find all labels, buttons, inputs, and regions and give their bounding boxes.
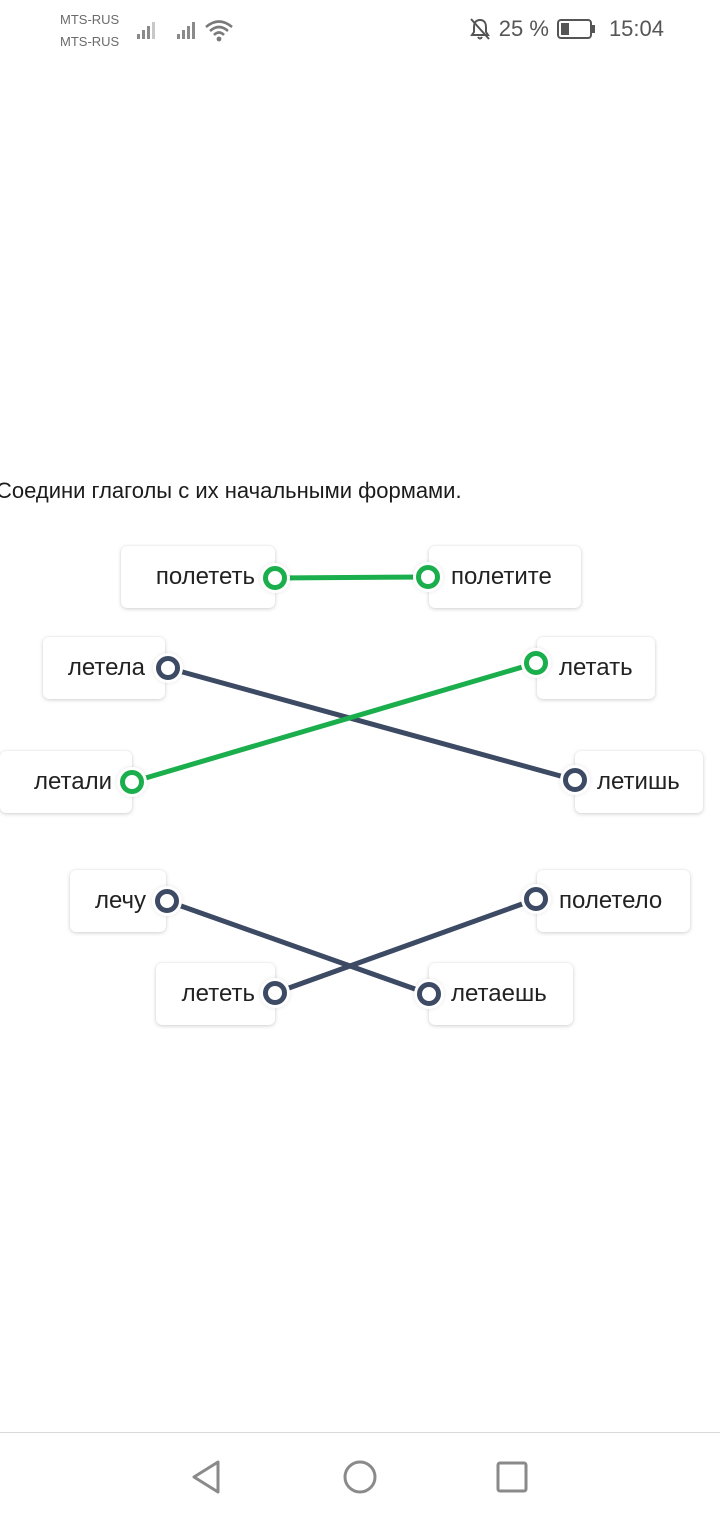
word-label: лечу [94, 887, 146, 914]
matching-area: полететь полетите летела летать летали л… [0, 546, 703, 1025]
connector-dot-letat[interactable] [524, 651, 548, 675]
connector-dot-poletelo[interactable] [524, 887, 548, 911]
word-label: полетите [451, 563, 552, 590]
home-icon [343, 1460, 377, 1494]
task-instruction: Соедини глаголы с их начальными формами. [0, 478, 462, 503]
recents-icon [496, 1461, 528, 1493]
battery-icon [556, 19, 595, 39]
home-button[interactable] [340, 1457, 380, 1497]
word-label: полетело [559, 887, 663, 914]
connector-dot-poletet[interactable] [263, 566, 287, 590]
back-button[interactable] [186, 1457, 226, 1497]
carrier-label-sim1: MTS-RUS [60, 12, 120, 27]
connector-dot-poletite[interactable] [416, 565, 440, 589]
carrier-label-sim2: MTS-RUS [60, 34, 120, 49]
word-card-letish[interactable]: летишь [575, 751, 703, 813]
recents-button[interactable] [492, 1457, 532, 1497]
connection-line [272, 574, 431, 581]
word-card-letali[interactable]: летали [0, 751, 132, 813]
mute-bell-icon [469, 18, 490, 40]
word-label: летела [67, 654, 145, 681]
word-label: летали [33, 768, 112, 795]
word-label: лететь [181, 980, 255, 1007]
word-label: полететь [155, 563, 255, 590]
connection-lines [129, 574, 578, 997]
word-card-poletelo[interactable]: полетело [537, 870, 690, 932]
status-bar: MTS-RUS MTS-RUS 25 % 15:04 [0, 0, 720, 60]
clock: 15:04 [608, 16, 664, 41]
status-right: 25 % 15:04 [469, 16, 664, 42]
connector-dot-letet[interactable] [263, 981, 287, 1005]
word-label: летаешь [451, 980, 547, 1007]
battery-percentage: 25 % [498, 16, 549, 41]
signal-icon [137, 22, 155, 39]
wifi-icon [205, 20, 233, 42]
navigation-bar [0, 1432, 720, 1521]
word-card-letaesh[interactable]: летаешь [429, 963, 573, 1025]
signal-icon [177, 22, 195, 39]
word-card-letat[interactable]: летать [537, 637, 655, 699]
connector-dot-letela[interactable] [156, 656, 180, 680]
connector-dot-letish[interactable] [563, 768, 587, 792]
word-card-letet[interactable]: лететь [156, 963, 275, 1025]
word-card-poletite[interactable]: полетите [429, 546, 581, 608]
connector-dot-letali[interactable] [120, 770, 144, 794]
back-icon [192, 1460, 220, 1494]
word-card-letela[interactable]: летела [43, 637, 165, 699]
word-card-poletet[interactable]: полететь [121, 546, 275, 608]
connector-dot-letaesh[interactable] [417, 982, 441, 1006]
connection-line [165, 665, 578, 783]
word-label: летать [559, 654, 633, 681]
connector-dot-lechu[interactable] [155, 889, 179, 913]
word-card-lechu[interactable]: лечу [70, 870, 166, 932]
connection-line [129, 660, 539, 785]
word-label: летишь [597, 768, 680, 795]
